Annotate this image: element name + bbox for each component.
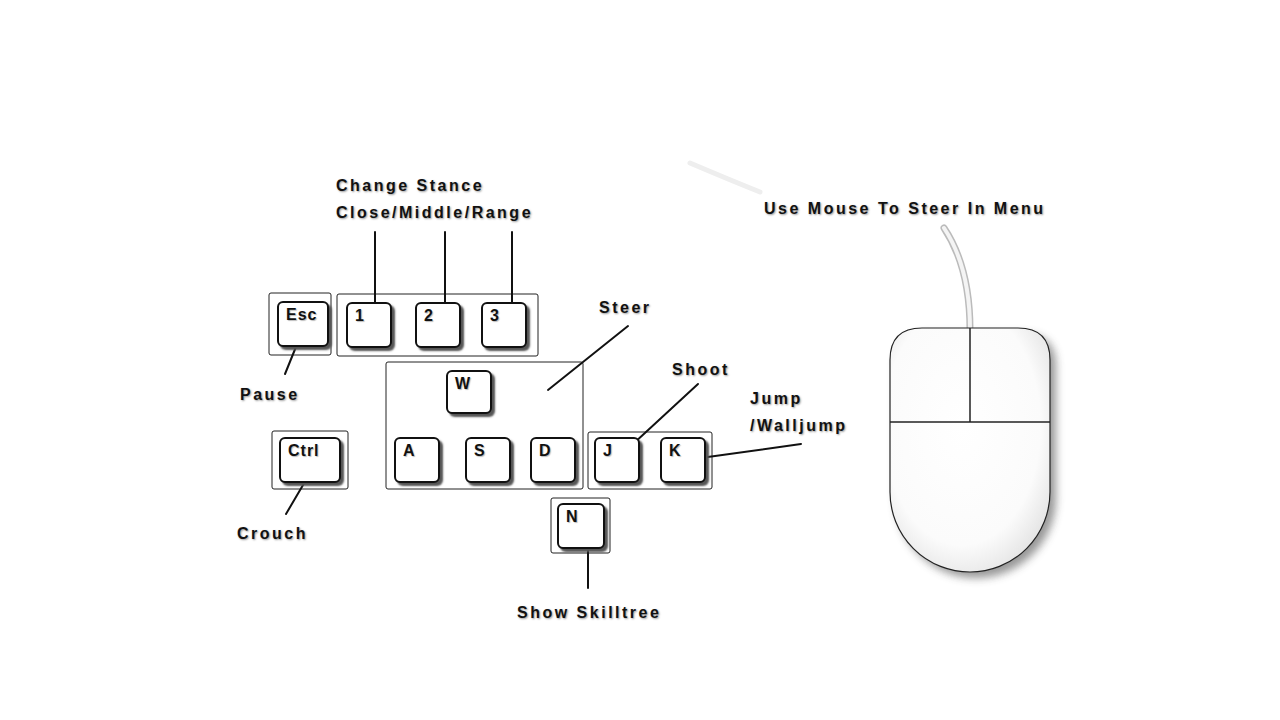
callout-label: Crouch: [237, 520, 308, 547]
key-group-frames: [269, 293, 712, 553]
callout-label: Pause: [240, 381, 300, 408]
keyboard-key: K: [660, 437, 706, 483]
keyboard-key: N: [557, 503, 605, 549]
key-label: 1: [348, 304, 365, 325]
key-label: 2: [417, 304, 434, 325]
callout-label: Change Stance Close/Middle/Range: [336, 172, 576, 226]
leader-line: [548, 326, 628, 390]
key-group-frame: [272, 431, 348, 489]
key-label: A: [396, 439, 416, 460]
mouse-button-split: [969, 328, 971, 422]
mouse-cable-fade: [690, 163, 760, 192]
key-label: J: [596, 439, 613, 460]
key-label: S: [467, 439, 486, 460]
keyboard-key: D: [530, 437, 576, 483]
callout-label: Use Mouse To Steer In Menu: [764, 195, 1046, 222]
key-group-frame: [269, 293, 331, 355]
keyboard-key: S: [465, 437, 511, 483]
mouse-cable: [944, 228, 970, 330]
key-label: Ctrl: [281, 439, 320, 460]
keyboard-key: A: [394, 437, 440, 483]
key-group-frame: [337, 294, 538, 356]
key-label: K: [662, 439, 682, 460]
leader-lines: [285, 232, 801, 588]
key-label: Esc: [279, 303, 317, 324]
key-label: W: [448, 372, 471, 393]
callout-label: Show Skilltree: [517, 599, 661, 626]
key-group-frame: [386, 362, 583, 489]
callout-label: Jump /Walljump: [750, 385, 870, 439]
keyboard-key: J: [594, 437, 640, 483]
key-label: D: [532, 439, 552, 460]
keyboard-key: W: [446, 370, 492, 414]
key-group-frame: [588, 432, 712, 489]
key-label: 3: [483, 304, 500, 325]
keyboard-key: Ctrl: [279, 437, 341, 483]
callout-label: Shoot: [672, 356, 730, 383]
mouse-body: [890, 328, 1050, 572]
key-group-frame: [551, 498, 610, 553]
callout-label: Steer: [599, 294, 652, 321]
mouse-cable: [944, 228, 970, 330]
key-label: N: [559, 505, 579, 526]
keyboard-key: Esc: [277, 301, 329, 347]
keyboard-key: 1: [346, 302, 392, 348]
mouse-button-split: [890, 421, 1050, 423]
keyboard-key: 3: [481, 302, 527, 348]
keyboard-key: 2: [415, 302, 461, 348]
